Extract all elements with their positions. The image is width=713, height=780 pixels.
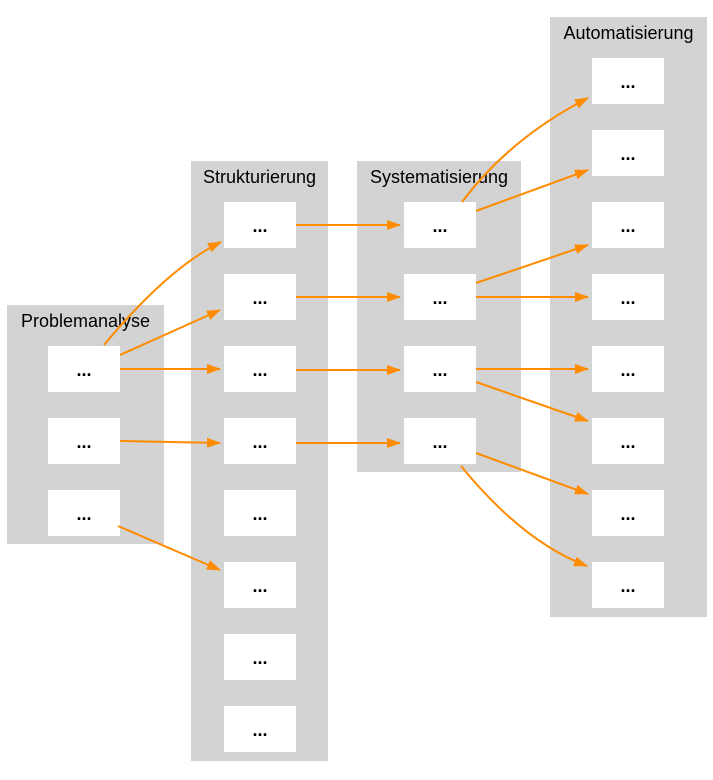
node-y4: ... <box>404 418 476 464</box>
node-a2: ... <box>592 130 664 176</box>
cluster-label-strukturierung: Strukturierung <box>202 167 317 187</box>
node-s8: ... <box>224 706 296 752</box>
node-s7: ... <box>224 634 296 680</box>
node-y1: ... <box>404 202 476 248</box>
node-a8: ... <box>592 562 664 608</box>
node-a5: ... <box>592 346 664 392</box>
node-y3: ... <box>404 346 476 392</box>
node-s1: ... <box>224 202 296 248</box>
node-s6: ... <box>224 562 296 608</box>
node-p1: ... <box>48 346 120 392</box>
cluster-label-automatisierung: Automatisierung <box>563 23 694 43</box>
node-a1: ... <box>592 58 664 104</box>
node-s3: ... <box>224 346 296 392</box>
node-p3: ... <box>48 490 120 536</box>
node-a4: ... <box>592 274 664 320</box>
node-a7: ... <box>592 490 664 536</box>
node-a6: ... <box>592 418 664 464</box>
node-p2: ... <box>48 418 120 464</box>
node-s4: ... <box>224 418 296 464</box>
node-y2: ... <box>404 274 476 320</box>
node-s2: ... <box>224 274 296 320</box>
node-a3: ... <box>592 202 664 248</box>
node-s5: ... <box>224 490 296 536</box>
cluster-label-systematisierung: Systematisierung <box>369 167 509 187</box>
cluster-label-problemanalyse: Problemanalyse <box>20 311 151 331</box>
